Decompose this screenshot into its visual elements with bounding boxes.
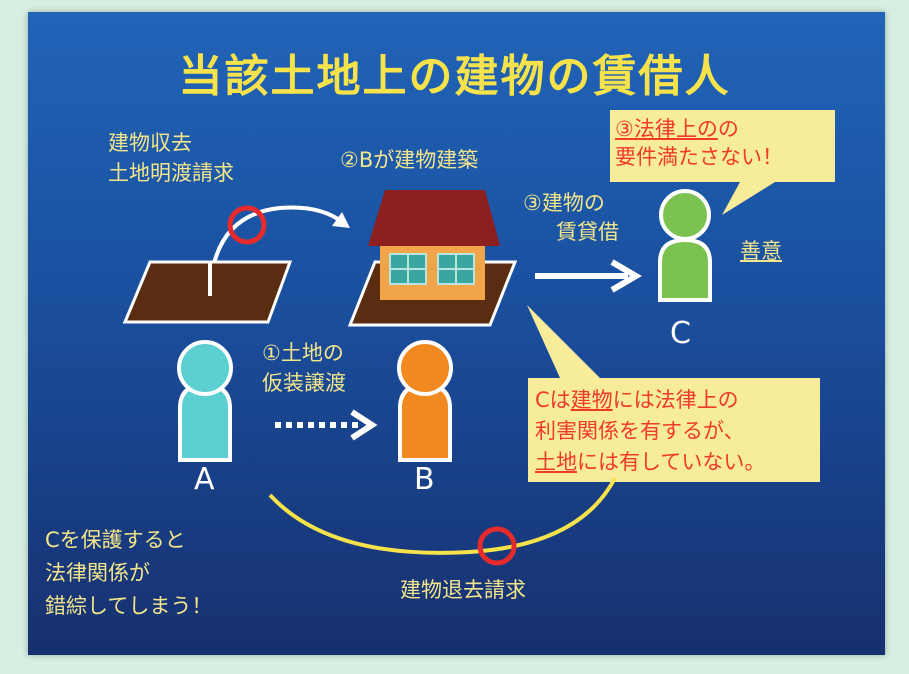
transfer-label-1: ①土地の xyxy=(262,341,344,365)
eviction-arc xyxy=(268,477,617,555)
person-a-icon xyxy=(177,340,233,462)
callout-top-rest: の xyxy=(717,117,739,141)
cb-l1a: Cは xyxy=(535,388,571,412)
person-b-label: B xyxy=(414,462,435,497)
demand-label-1: 建物収去 xyxy=(108,131,192,155)
person-a-label: A xyxy=(194,462,215,497)
cb-l1b: には法律上の xyxy=(612,388,739,412)
callout-bottom-text: Cは建物には法律上の 利害関係を有するが、 土地には有していない。 xyxy=(535,385,765,478)
arrow-head xyxy=(332,212,350,228)
note-line-2: 法律関係が xyxy=(45,561,150,585)
slide-title: 当該土地上の建物の賃借人 xyxy=(178,51,731,102)
curved-arrow xyxy=(208,205,344,296)
callout-bottom-bubble xyxy=(527,305,820,482)
cb-l1u: 建物 xyxy=(570,388,613,412)
lease-label-2: 賃貸借 xyxy=(556,220,619,244)
callout-top-line2: 要件満たさない！ xyxy=(615,145,783,169)
callout-top-text: ③法律上のの 要件満たさない！ xyxy=(615,115,783,171)
note-line-3: 錯綜してしまう！ xyxy=(45,594,213,618)
cb-line2: 利害関係を有するが、 xyxy=(535,419,745,443)
eviction-label: 建物退去請求 xyxy=(400,578,526,602)
red-circle-bottom xyxy=(477,526,517,566)
lease-arrow xyxy=(535,259,642,293)
build-label: ②Bが建物建築 xyxy=(340,148,479,172)
house-icon xyxy=(368,190,500,300)
lease-label-1: ③建物の xyxy=(523,191,605,215)
cb-l3u: 土地 xyxy=(535,450,577,474)
good-faith-label: 善意 xyxy=(740,239,782,263)
callout-top-underlined: ③法律上の xyxy=(615,117,718,141)
land-left xyxy=(122,260,293,324)
transfer-arrow xyxy=(275,409,378,441)
callout-top-bubble xyxy=(610,110,835,215)
person-c-label: C xyxy=(670,316,691,351)
demand-label-2: 土地明渡請求 xyxy=(108,161,234,185)
red-circle-top xyxy=(227,205,267,245)
cb-l3b: には有していない。 xyxy=(577,450,766,474)
person-b-icon xyxy=(397,340,453,462)
note-line-1: Cを保護すると xyxy=(45,528,186,552)
person-c-icon xyxy=(658,189,712,302)
transfer-label-2: 仮装譲渡 xyxy=(262,371,346,395)
